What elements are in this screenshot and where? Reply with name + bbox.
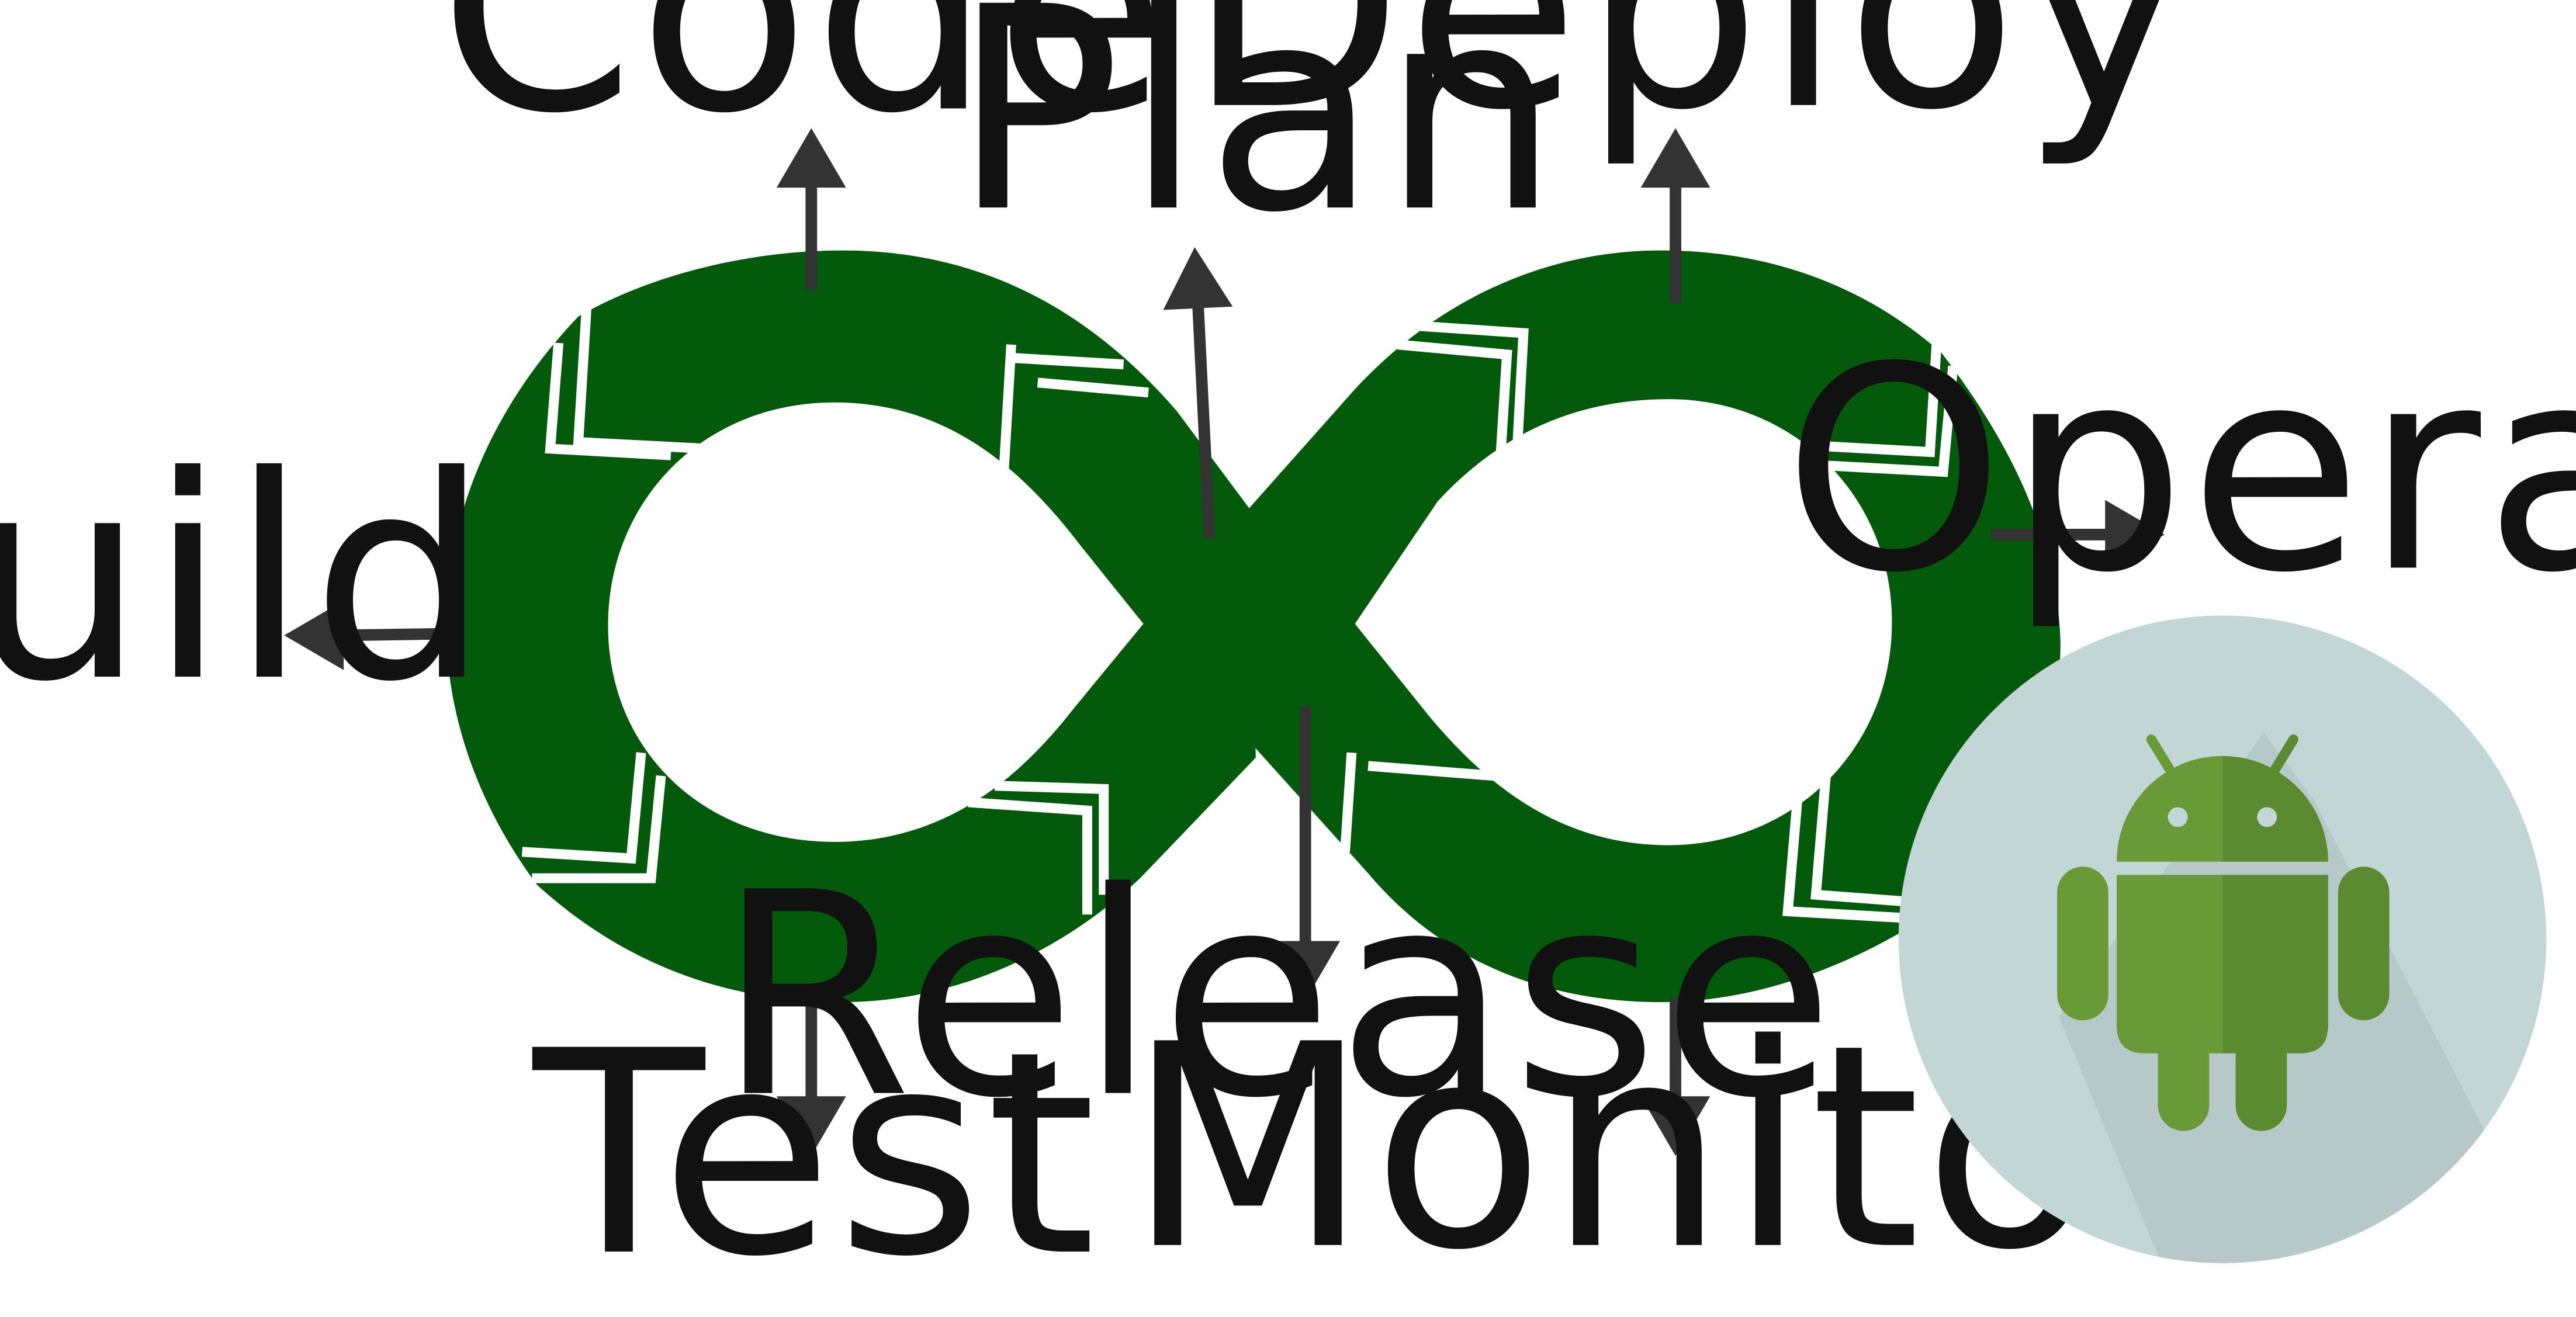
- monitor-arrow: [1640, 997, 1711, 1156]
- stage-arrows: [284, 128, 2165, 1156]
- stage-label-release: Release: [717, 833, 1838, 1160]
- android-left-eye: [2168, 807, 2188, 827]
- stage-label-plan: Plan: [952, 0, 1563, 274]
- test-arrow: [776, 997, 846, 1156]
- android-right-eye: [2257, 807, 2277, 827]
- build-arrow: [284, 601, 446, 670]
- infinity-loop-icon: [446, 250, 2061, 1003]
- operate-arrow: [1991, 500, 2165, 570]
- code-arrow: [776, 128, 846, 290]
- stage-label-deploy: Deploy: [1187, 0, 2190, 172]
- release-arrow: [1270, 706, 1341, 1001]
- stage-label-operate: Operate: [1783, 307, 2576, 634]
- loop-segment-separators: [521, 306, 1958, 923]
- stage-label-code: Code: [438, 0, 1171, 175]
- deploy-arrow: [1640, 128, 1711, 304]
- loop-right-ring: [1249, 250, 2061, 1003]
- stage-label-build: Build: [0, 417, 493, 743]
- android-robot: [2057, 734, 2390, 1131]
- android-icon: [1898, 615, 2547, 1263]
- stage-label-test: Test: [529, 992, 1100, 1317]
- loop-left-ring: [446, 250, 1256, 1003]
- plan-arrow: [1163, 247, 1233, 539]
